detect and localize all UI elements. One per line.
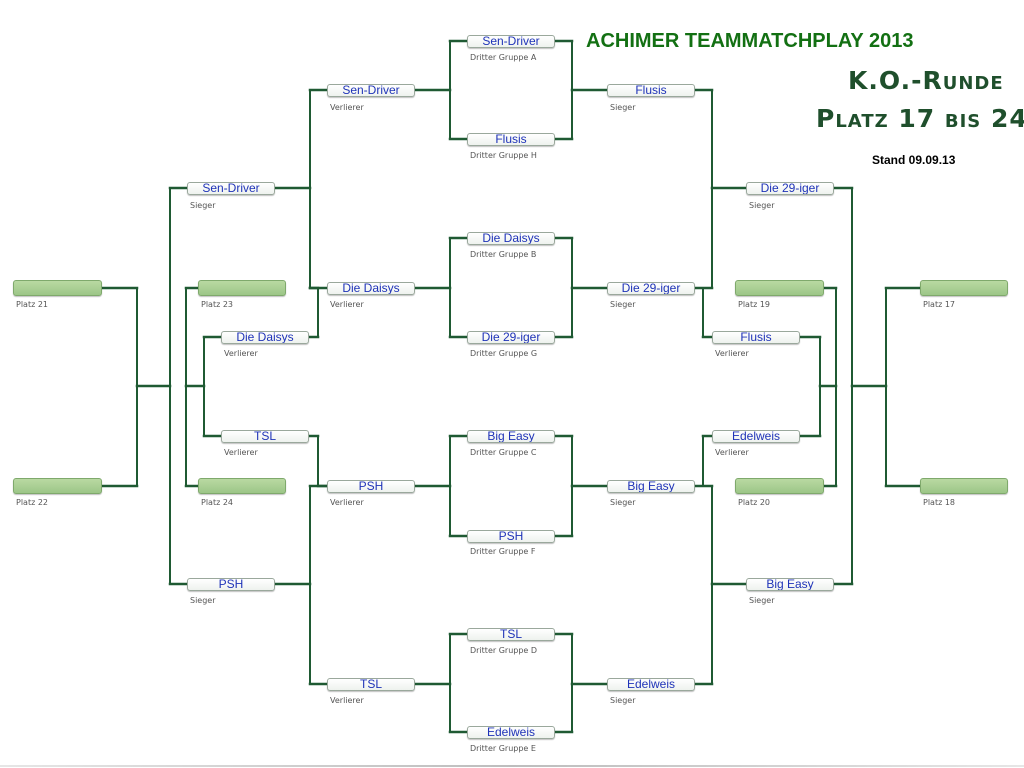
slot-platz-20 [735, 478, 824, 494]
slot-sieger-ah: Flusis [607, 84, 695, 97]
caption-left-verlierer-bottom: Verlierer [224, 448, 258, 457]
slot-dritter-g: Die 29-iger [467, 331, 555, 344]
slot-platz-22 [13, 478, 102, 494]
slot-sieger-bg: Die 29-iger [607, 282, 695, 295]
caption-platz-18: Platz 18 [923, 498, 956, 507]
caption-right-verlierer-top: Verlierer [715, 349, 749, 358]
slot-platz-19 [735, 280, 824, 296]
caption-platz-19: Platz 19 [738, 300, 771, 309]
caption-sieger-de: Sieger [610, 696, 636, 705]
slot-platz-18 [920, 478, 1008, 494]
slot-verlierer-bg: Die Daisys [327, 282, 415, 295]
caption-left-sieger-bottom: Sieger [190, 596, 216, 605]
slot-dritter-e: Edelweis [467, 726, 555, 739]
slot-platz-17 [920, 280, 1008, 296]
slot-dritter-b: Die Daisys [467, 232, 555, 245]
caption-right-verlierer-bottom: Verlierer [715, 448, 749, 457]
slot-left-verlierer-bottom: TSL [221, 430, 309, 443]
caption-verlierer-cf: Verlierer [330, 498, 364, 507]
slot-dritter-h: Flusis [467, 133, 555, 146]
slot-verlierer-de: TSL [327, 678, 415, 691]
caption-right-sieger-top: Sieger [749, 201, 775, 210]
slot-dritter-f: PSH [467, 530, 555, 543]
caption-platz-21: Platz 21 [16, 300, 49, 309]
caption-dritter-h: Dritter Gruppe H [470, 151, 537, 160]
slot-dritter-d: TSL [467, 628, 555, 641]
slot-right-verlierer-top: Flusis [712, 331, 800, 344]
slot-left-verlierer-top: Die Daisys [221, 331, 309, 344]
caption-sieger-ah: Sieger [610, 103, 636, 112]
slot-verlierer-cf: PSH [327, 480, 415, 493]
slot-left-sieger-bottom: PSH [187, 578, 275, 591]
round-title: K.O.-Runde [848, 66, 1004, 95]
caption-sieger-bg: Sieger [610, 300, 636, 309]
caption-dritter-b: Dritter Gruppe B [470, 250, 537, 259]
caption-verlierer-ah: Verlierer [330, 103, 364, 112]
slot-platz-24 [198, 478, 286, 494]
caption-sieger-cf: Sieger [610, 498, 636, 507]
caption-platz-20: Platz 20 [738, 498, 771, 507]
slot-right-sieger-bottom: Big Easy [746, 578, 834, 591]
slot-sieger-de: Edelweis [607, 678, 695, 691]
slot-dritter-c: Big Easy [467, 430, 555, 443]
slot-left-sieger-top: Sen-Driver [187, 182, 275, 195]
caption-left-sieger-top: Sieger [190, 201, 216, 210]
caption-platz-24: Platz 24 [201, 498, 234, 507]
caption-verlierer-de: Verlierer [330, 696, 364, 705]
slot-right-verlierer-bottom: Edelweis [712, 430, 800, 443]
caption-verlierer-bg: Verlierer [330, 300, 364, 309]
slot-platz-21 [13, 280, 102, 296]
caption-platz-22: Platz 22 [16, 498, 49, 507]
slot-dritter-a: Sen-Driver [467, 35, 555, 48]
slot-verlierer-ah: Sen-Driver [327, 84, 415, 97]
caption-platz-17: Platz 17 [923, 300, 956, 309]
page-title: ACHIMER TEAMMATCHPLAY 2013 [586, 30, 914, 52]
slot-platz-23 [198, 280, 286, 296]
caption-dritter-e: Dritter Gruppe E [470, 744, 536, 753]
caption-dritter-a: Dritter Gruppe A [470, 53, 537, 62]
caption-dritter-g: Dritter Gruppe G [470, 349, 538, 358]
caption-right-sieger-bottom: Sieger [749, 596, 775, 605]
caption-dritter-c: Dritter Gruppe C [470, 448, 537, 457]
caption-left-verlierer-top: Verlierer [224, 349, 258, 358]
status-date: Stand 09.09.13 [872, 153, 956, 167]
caption-dritter-d: Dritter Gruppe D [470, 646, 538, 655]
slot-sieger-cf: Big Easy [607, 480, 695, 493]
places-title: Platz 17 bis 24 [816, 104, 1024, 133]
caption-platz-23: Platz 23 [201, 300, 234, 309]
bottom-divider [0, 765, 1024, 767]
slot-right-sieger-top: Die 29-iger [746, 182, 834, 195]
caption-dritter-f: Dritter Gruppe F [470, 547, 536, 556]
